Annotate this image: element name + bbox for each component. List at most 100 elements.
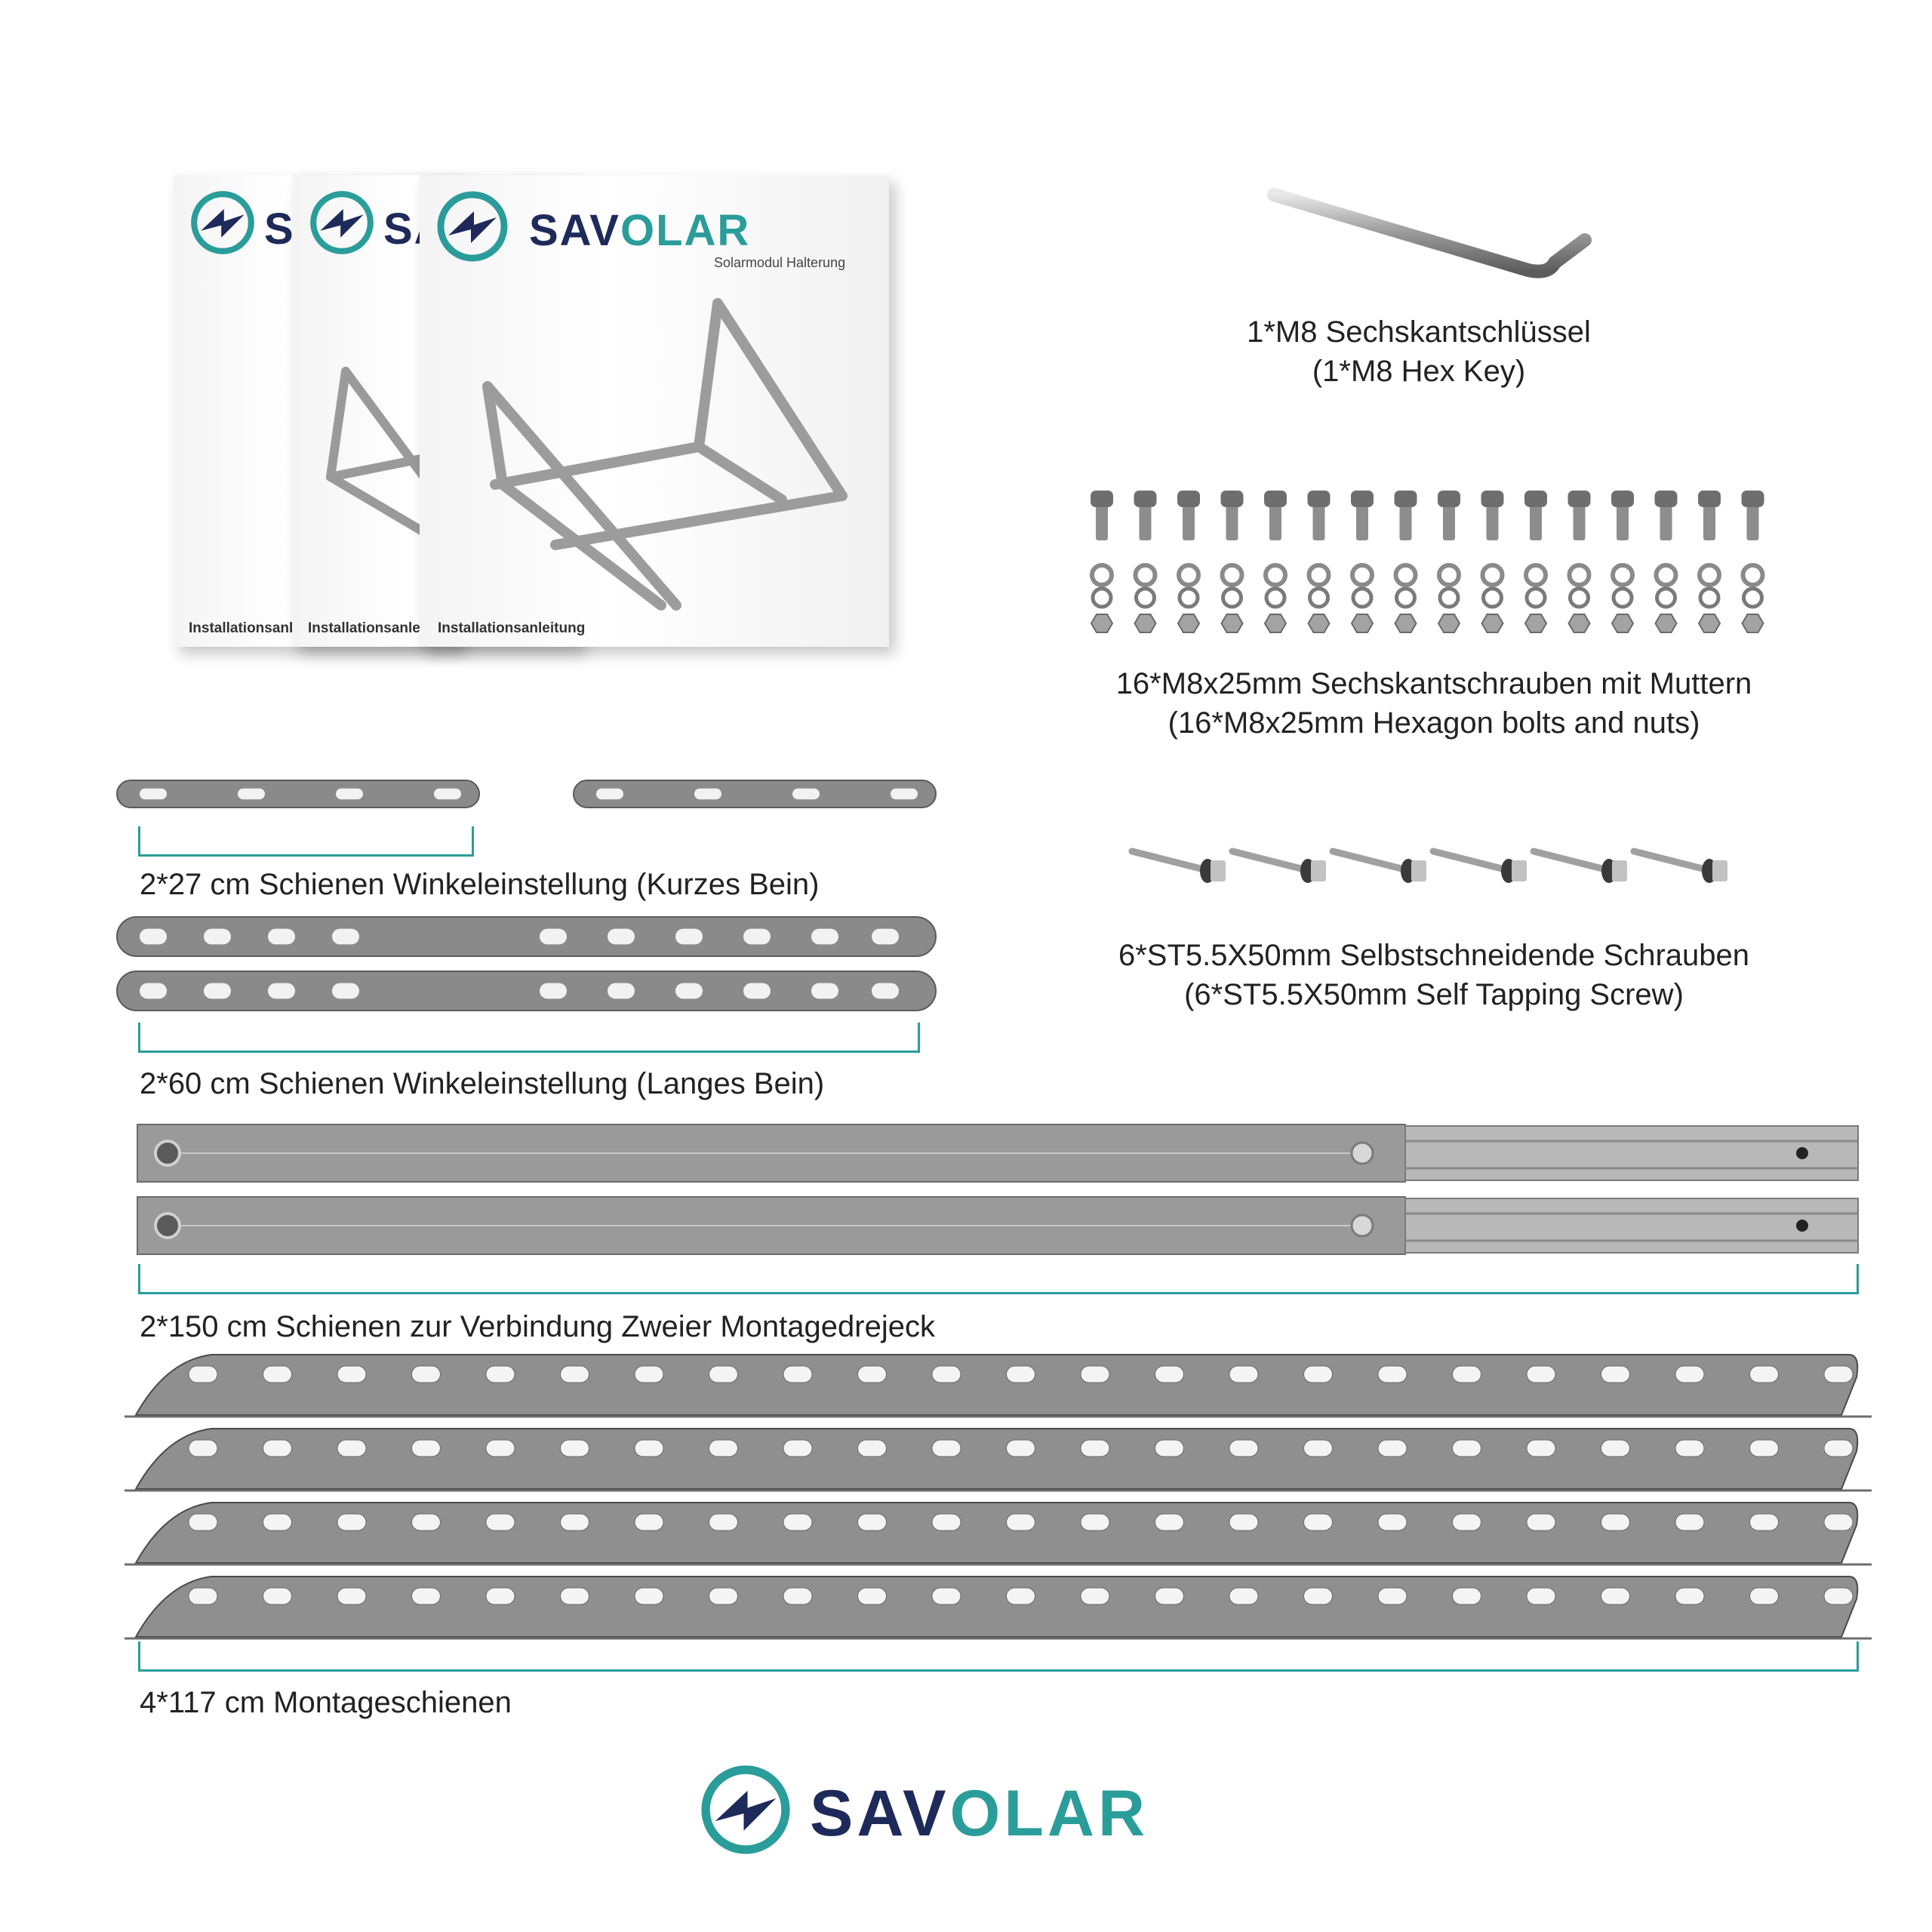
rail-slot [434,788,461,800]
rail-slot [783,1365,813,1383]
rail-slot [1155,1513,1184,1531]
bolt-shank [1703,504,1715,540]
short-leg-bracket [138,826,474,857]
savolar-logo-icon [437,191,508,262]
rail-slot [238,788,265,800]
washer [1395,586,1417,609]
washer [1350,563,1374,587]
rail-body [134,1428,1859,1490]
short-rail [573,780,937,808]
rail-slot [1601,1365,1630,1383]
rail-slot [891,788,918,800]
rail-slot [560,1587,589,1605]
rail-slot [709,1587,738,1605]
bolt-set [1133,491,1158,633]
manual-subtitle: Solarmodul Halterung [714,255,846,270]
rail-slot [1526,1439,1556,1457]
rail-slot [608,928,635,945]
bolt-head [1307,491,1331,507]
bolts-caption: 16*M8x25mm Sechskantschrauben mit Mutter… [1057,664,1811,743]
bolt-head [1654,491,1678,507]
bolt-shank [1356,504,1368,540]
screw-head [1612,860,1627,881]
rail-slot [1229,1365,1259,1383]
washer [1134,586,1156,609]
rail-slot [1452,1513,1481,1531]
bolt-shank [1096,504,1108,540]
rail-inner [1404,1198,1859,1254]
rail-slot [540,928,567,945]
rail-slot [263,1587,292,1605]
washer [1220,563,1244,587]
short-leg-caption: 2*27 cm Schienen Winkeleinstellung (Kurz… [140,868,820,901]
washer [1090,563,1114,587]
washer [1697,563,1721,587]
bolt-shank [1312,504,1325,540]
rail-slot [560,1513,589,1531]
rail-slot [1006,1365,1035,1383]
bolt-shank [1443,504,1455,540]
self-tapping-screw [1630,848,1727,883]
rail-slot [857,1513,887,1531]
rail-slot [188,1513,218,1531]
rail-slot [1601,1439,1630,1457]
washer [1351,586,1374,609]
rail-inner [1404,1125,1859,1181]
bolt-shank [1226,504,1238,540]
self-tapping-screw [1530,848,1627,883]
rail-slot [872,928,899,945]
bolt-set [1654,491,1678,633]
nut [1263,614,1287,633]
rail-slot [485,1587,515,1605]
washer [1742,586,1764,609]
nut [1350,614,1374,633]
rail-slot [560,1439,589,1457]
rail-slot [857,1439,887,1457]
rail-hole [1796,1220,1808,1232]
bolt-head [1351,491,1374,507]
rail-slot [1303,1439,1333,1457]
rail-body [116,780,480,808]
rail-slot [1080,1365,1110,1383]
nut [1307,614,1331,633]
nut [1611,614,1635,633]
rail-slot [485,1439,515,1457]
rail-slot [337,1439,367,1457]
washer [1524,586,1547,609]
rail-slot [1155,1587,1184,1605]
nut [1090,614,1114,633]
washer [1740,563,1765,587]
savolar-logo-icon [310,191,374,254]
rail-slot [411,1365,441,1383]
rail-slot [1006,1439,1035,1457]
rail-slot [1526,1365,1556,1383]
connect-rails [137,1124,1859,1255]
rail-slot [337,1365,367,1383]
rail-slot [332,928,359,945]
rail-slot [140,983,167,999]
bolt-head [1698,491,1721,507]
bolts-caption-en: (16*M8x25mm Hexagon bolts and nuts) [1168,706,1700,740]
hex-key-icon [1267,188,1592,278]
rail-bolt [1350,1214,1374,1238]
bolt-set [1611,491,1635,633]
mount-frame-illustration [482,298,848,611]
washer [1524,563,1548,587]
bolt-shank [1660,504,1672,540]
bolt-head [1567,491,1591,507]
rail-slot [1675,1513,1705,1531]
bolt-head [1091,491,1113,507]
rail-slot [1601,1587,1630,1605]
washer [1568,586,1590,609]
bolt-set [1263,491,1287,633]
brand-wordmark: SAVOLAR [810,1776,1149,1851]
manual-front-footer: Installationsanleitung [438,620,586,636]
rail-slot [931,1587,961,1605]
screw-shank [1530,848,1609,873]
rail-slot [596,788,623,800]
bolt-head [1220,491,1244,507]
rail-slot [1303,1513,1333,1531]
long-rail [116,971,937,1011]
rail-body [573,780,937,808]
rail-slot [1303,1587,1333,1605]
